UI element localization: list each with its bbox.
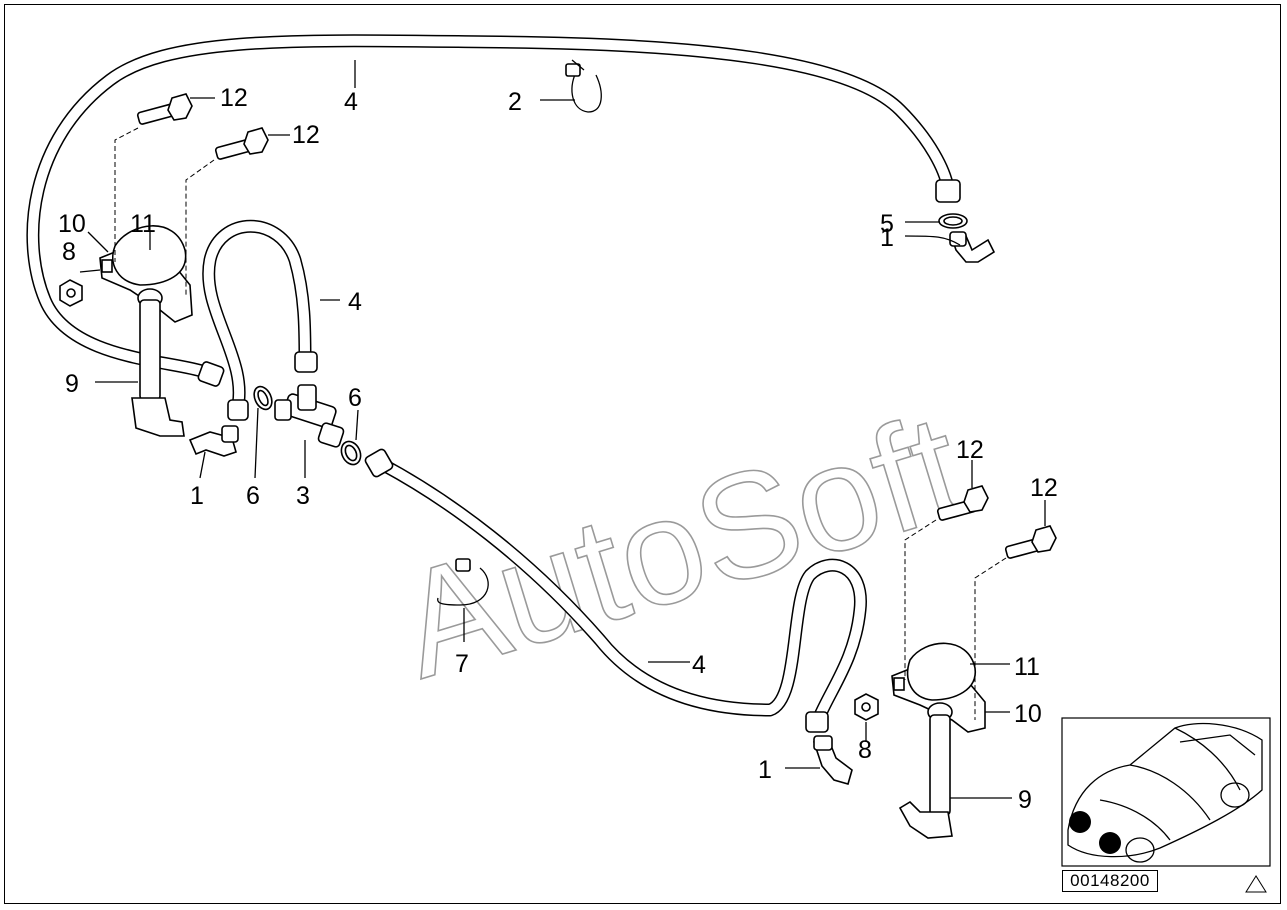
callout-8-right: 8 — [858, 736, 872, 764]
callout-12-d: 12 — [1030, 474, 1058, 502]
assembly-line-c — [904, 519, 937, 680]
assembly-line-a — [114, 127, 139, 262]
bolt-12-c — [936, 485, 989, 521]
hose-lower — [364, 448, 867, 733]
callout-1-bottom: 1 — [758, 756, 772, 784]
leader-lines — [79, 60, 1046, 799]
elbow-bottom — [812, 735, 853, 785]
assembly-line-b — [185, 159, 215, 296]
callout-11-right: 11 — [1014, 653, 1040, 681]
t-piece — [274, 384, 345, 448]
callout-1-right: 1 — [880, 224, 894, 252]
elbow-right — [949, 231, 996, 263]
nozzle-assembly-right — [854, 642, 986, 839]
callout-12-a: 12 — [220, 84, 248, 112]
cable-tie-top — [565, 59, 602, 113]
callout-2: 2 — [508, 88, 522, 116]
clamp-left — [253, 385, 273, 411]
hose-middle — [202, 219, 318, 421]
callout-9-left: 9 — [65, 370, 79, 398]
bolt-12-a — [136, 93, 193, 125]
triangle-icon — [1245, 875, 1267, 893]
clamp-5 — [938, 213, 968, 229]
vehicle-locator-inset — [1061, 717, 1271, 867]
bolt-12-d — [1004, 525, 1057, 559]
callout-7: 7 — [455, 650, 469, 678]
watermark-text: AutoSoft — [381, 381, 980, 710]
callout-4-low: 4 — [692, 651, 706, 679]
callout-3: 3 — [296, 482, 310, 510]
hose-top — [26, 34, 961, 387]
callout-5: 5 — [880, 210, 894, 238]
elbow-left — [188, 425, 239, 457]
locator-marker-right — [1099, 832, 1121, 854]
callout-10-right: 10 — [1014, 700, 1042, 728]
nozzle-assembly-left — [59, 225, 193, 437]
callout-12-b: 12 — [292, 121, 320, 149]
callout-6-left: 6 — [246, 482, 260, 510]
drawing-frame — [4, 4, 1281, 904]
callout-8-left: 8 — [62, 238, 76, 266]
clamp-right — [340, 440, 362, 466]
cable-tie-bottom — [437, 558, 489, 606]
callout-4-mid: 4 — [348, 288, 362, 316]
callout-12-c: 12 — [956, 436, 984, 464]
callout-10-left: 10 — [58, 210, 86, 238]
callout-1-left: 1 — [190, 482, 204, 510]
locator-marker-left — [1069, 811, 1091, 833]
part-number-label: 00148200 — [1062, 870, 1158, 892]
callout-11-left: 11 — [130, 210, 156, 238]
callout-9-right: 9 — [1018, 786, 1032, 814]
callout-4-top: 4 — [344, 88, 358, 116]
callout-6-right: 6 — [348, 384, 362, 412]
assembly-line-d — [974, 557, 1007, 720]
bolt-12-b — [214, 127, 269, 160]
